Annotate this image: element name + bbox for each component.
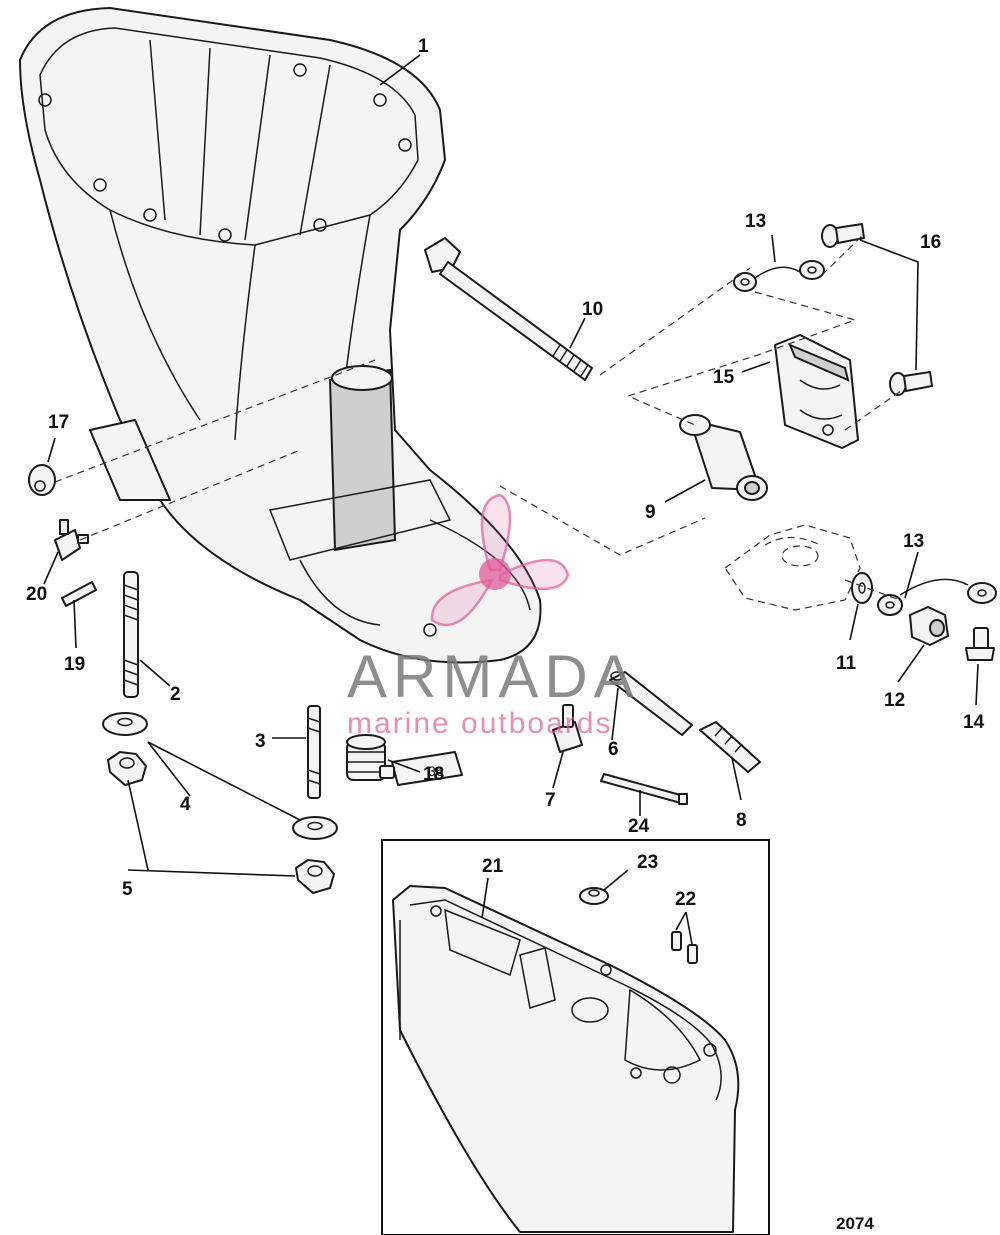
callout-17: 17 [48,412,69,433]
fitting-8 [699,721,761,773]
nut-5-top [107,751,147,786]
callout-7: 7 [545,790,556,811]
screw-16-lower [889,371,933,396]
watermark-title: ARMADA [347,643,640,710]
inset-box [381,839,770,1235]
callout-4: 4 [180,794,191,815]
figure-number: 2074 [836,1214,874,1233]
locknut-12 [909,606,949,646]
callout-12: 12 [884,690,905,711]
long-bolt [424,237,593,381]
callout-13-lower: 13 [903,531,924,552]
clamp-bracket-15 [774,334,859,449]
callout-22: 22 [675,889,696,910]
bushing-9 [679,414,768,501]
stud-2 [123,571,139,698]
ground-strap-13-lower [877,578,997,616]
washer-4-bottom [292,816,338,840]
washer-23 [579,887,609,905]
washer-11 [851,572,873,604]
callout-1: 1 [418,36,429,57]
stud-3 [307,705,321,799]
callout-2: 2 [170,684,181,705]
callout-23: 23 [637,852,658,873]
callout-18: 18 [423,764,444,785]
cap-nut-17 [28,464,56,496]
callout-15: 15 [713,367,735,388]
callout-20: 20 [26,584,47,605]
sealant-tube: 36 [379,751,463,786]
dowel-pins-22 [671,931,698,964]
callout-21: 21 [482,856,504,877]
callout-16: 16 [920,232,941,253]
exhaust-plate-21 [392,885,740,1233]
tube-label: 36 [428,763,444,779]
housing-mount-holes [38,63,437,637]
callout-11: 11 [836,653,857,674]
washer-4-top [102,712,148,736]
callout-labels: 1 2 3 4 5 6 7 8 9 10 11 12 13 13 14 15 1… [26,36,985,910]
callout-5: 5 [122,879,133,900]
watermark-subtitle: marine outboards [347,707,612,740]
nut-5-bottom [295,859,335,894]
propeller-logo-icon [430,493,570,627]
callout-3: 3 [255,731,266,752]
fitting-7 [552,704,583,753]
screw-14 [965,627,995,661]
ground-strap-13-upper [733,260,825,292]
cable-tie-24 [600,773,688,805]
callout-9: 9 [645,502,656,523]
assembly-alignment-lines [54,235,906,601]
screw-16-upper [821,223,865,248]
callout-13-upper: 13 [745,211,766,232]
callout-10: 10 [582,299,603,320]
callout-6: 6 [608,739,619,760]
leader-lines [43,54,979,945]
rod-6 [609,671,693,736]
callout-8: 8 [736,810,747,831]
callout-24: 24 [628,816,650,837]
driveshaft-housing [19,7,542,664]
watermark: ARMADA marine outboards [347,493,640,740]
callout-14: 14 [963,712,985,733]
callout-19: 19 [64,654,85,675]
pin-19 [61,581,97,607]
grommet-18 [346,734,386,781]
reference-bracket-outline [724,524,861,611]
elbow-fitting-20 [54,519,89,561]
